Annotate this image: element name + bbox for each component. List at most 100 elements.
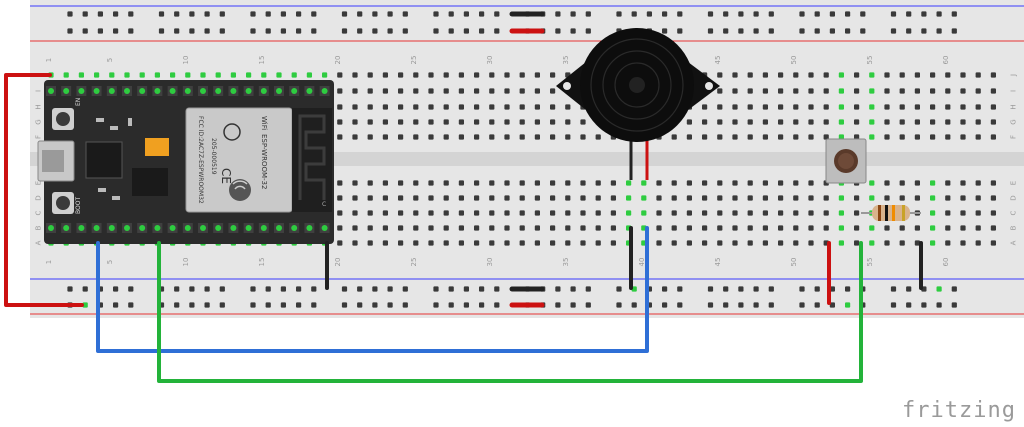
esp32-pin [260, 88, 267, 94]
rail-hole [906, 28, 912, 34]
breadboard-hole [519, 240, 525, 246]
column-number-label: 10 [182, 258, 190, 267]
rail-hole [555, 302, 561, 308]
breadboard-hole [686, 134, 692, 140]
breadboard-hole [990, 195, 996, 201]
rail-hole [829, 286, 835, 292]
breadboard-hole [808, 180, 814, 186]
breadboard-hole [610, 195, 616, 201]
breadboard-hole [382, 180, 388, 186]
rail-hole [707, 11, 714, 17]
rail-hole [494, 28, 500, 34]
esp32-pin [63, 88, 70, 94]
espressif-logo-icon [229, 179, 251, 201]
esp32-pin [124, 88, 130, 94]
rail-hole [921, 11, 927, 17]
breadboard-hole [854, 104, 860, 110]
breadboard-hole [778, 134, 784, 140]
breadboard-hole [382, 240, 388, 246]
rail-hole [768, 302, 774, 308]
breadboard-hole [519, 119, 525, 125]
breadboard-hole [717, 240, 723, 246]
rail-hole [372, 11, 378, 17]
rail-hole [280, 302, 286, 308]
breadboard-hole [884, 195, 890, 201]
breadboard-hole [519, 180, 525, 186]
rail-hole [738, 302, 744, 308]
rail-hole [448, 302, 454, 308]
breadboard-hole [960, 104, 966, 110]
breadboard-hole [428, 180, 434, 186]
rail-hole [463, 286, 469, 292]
breadboard-hole [550, 195, 556, 201]
smd-part-1 [96, 118, 104, 122]
breadboard-hole [656, 195, 662, 201]
rail-hole [463, 302, 469, 308]
breadboard-hole [823, 72, 829, 78]
breadboard-hole [914, 195, 920, 201]
breadboard-hole [702, 225, 708, 231]
esp32-pin [93, 88, 100, 94]
breadboard-hole [641, 210, 647, 216]
rail-hole [662, 286, 668, 292]
breadboard-hole [398, 195, 404, 201]
column-number-label: 35 [562, 258, 570, 267]
resistor-band-2 [885, 205, 888, 221]
breadboard-hole [534, 119, 540, 125]
breadboard-hole [565, 180, 571, 186]
signal-wire-buzzer [96, 226, 649, 353]
breadboard-hole [899, 180, 905, 186]
breadboard-hole [443, 195, 449, 201]
rail-hole [555, 286, 561, 292]
breadboard-hole [854, 240, 860, 246]
breadboard-hole [945, 72, 951, 78]
rail-hole [204, 11, 210, 17]
resistor-body [872, 205, 910, 221]
rail-hole [662, 11, 668, 17]
breadboard-hole [717, 134, 723, 140]
breadboard-hole [428, 104, 434, 110]
breadboard-hole [443, 210, 449, 216]
breadboard-hole [793, 240, 799, 246]
rail-hole [723, 286, 729, 292]
rail-hole [463, 11, 469, 17]
tantalum-capacitor [145, 138, 169, 156]
breadboard-hole [914, 72, 920, 78]
breadboard-hole [808, 104, 814, 110]
breadboard-hole [823, 195, 829, 201]
breadboard-hole [504, 88, 510, 94]
rail-hole [814, 286, 820, 292]
rail-hole [250, 28, 256, 34]
breadboard-hole [960, 210, 966, 216]
breadboard-hole [595, 240, 601, 246]
breadboard-hole [869, 134, 875, 140]
breadboard-hole [550, 180, 556, 186]
breadboard-hole [413, 72, 419, 78]
esp32-pin [321, 88, 328, 94]
column-number-label: 5 [106, 260, 114, 264]
breadboard-hole [398, 119, 404, 125]
breadboard-hole [930, 180, 936, 186]
rail-hole [677, 302, 683, 308]
breadboard-hole [960, 180, 966, 186]
breadboard-hole [519, 225, 525, 231]
breadboard-hole [534, 225, 540, 231]
rail-hole [448, 28, 454, 34]
breadboard-hole [337, 88, 343, 94]
breadboard-hole [565, 119, 571, 125]
rail-hole [936, 28, 942, 34]
rail-hole [723, 302, 729, 308]
esp32-pin [139, 225, 146, 231]
breadboard-hole [367, 104, 373, 110]
rail-hole [280, 11, 286, 17]
breadboard-hole [443, 72, 449, 78]
piezo-buzzer [556, 28, 720, 180]
rail-hole [906, 302, 912, 308]
breadboard-hole [884, 104, 890, 110]
breadboard-hole [945, 134, 951, 140]
breadboard-hole [458, 134, 464, 140]
rail-hole [341, 286, 348, 292]
rail-hole [585, 28, 591, 34]
row-letter-label: H [35, 104, 43, 109]
breadboard-hole [94, 72, 100, 78]
